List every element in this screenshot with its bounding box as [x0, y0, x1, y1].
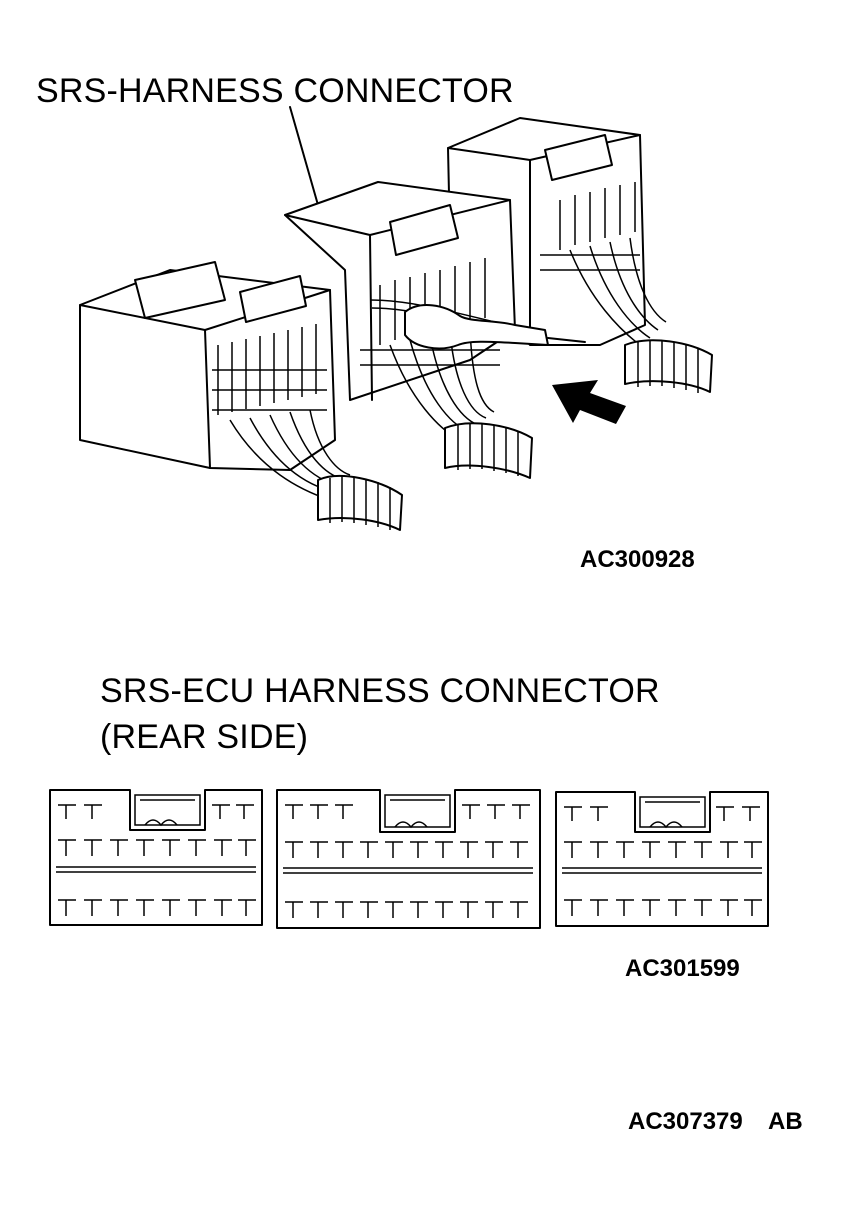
harness-connector-code: AC300928 [580, 546, 695, 573]
ecu-connector-subtitle: (REAR SIDE) [100, 718, 309, 756]
connector-block-left [79, 261, 336, 471]
harness-connector-title: SRS-HARNESS CONNECTOR [36, 72, 514, 110]
leader-line [289, 106, 319, 206]
harness-connector-illustration [79, 106, 713, 531]
ecu-connector-title: SRS-ECU HARNESS CONNECTOR [100, 672, 660, 710]
corrugated-tube-middle [444, 422, 533, 479]
corrugated-tube-left [317, 474, 403, 531]
insertion-arrow-icon [552, 380, 626, 424]
figure-code: AC307379 [628, 1108, 743, 1135]
ecu-connector-2 [276, 789, 541, 929]
figure-code-suffix: AB [768, 1108, 803, 1135]
ecu-connector-3 [555, 791, 769, 927]
corrugated-tube-right [624, 339, 713, 393]
ecu-connector-1 [49, 789, 263, 926]
test-probe [404, 304, 586, 350]
ecu-connector-code: AC301599 [625, 955, 740, 982]
